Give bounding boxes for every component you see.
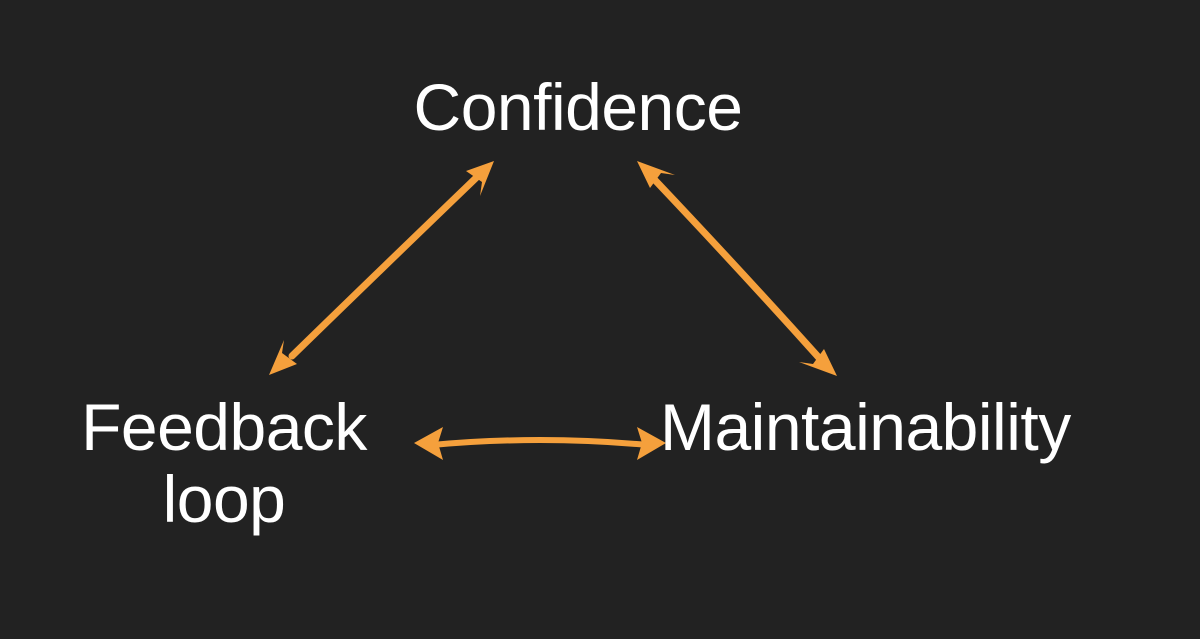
arrowhead-down-right [799,349,837,376]
node-label-maintainability: Maintainability [660,390,1071,464]
connector-line [288,172,482,360]
connector-line [649,174,825,364]
connector-feedback-maintainability [414,427,666,460]
connector-feedback-confidence [269,161,494,375]
connector-confidence-maintainability [637,161,837,376]
arrowhead-left [414,427,443,460]
arrowhead-up-left [637,161,675,188]
arrowhead-down-left [269,340,297,375]
connector-line [429,437,651,448]
arrowhead-up-right [466,161,494,196]
arrowhead-right [637,427,666,460]
node-label-feedback-loop: Feedback loop [81,390,367,536]
node-label-confidence: Confidence [413,70,743,144]
